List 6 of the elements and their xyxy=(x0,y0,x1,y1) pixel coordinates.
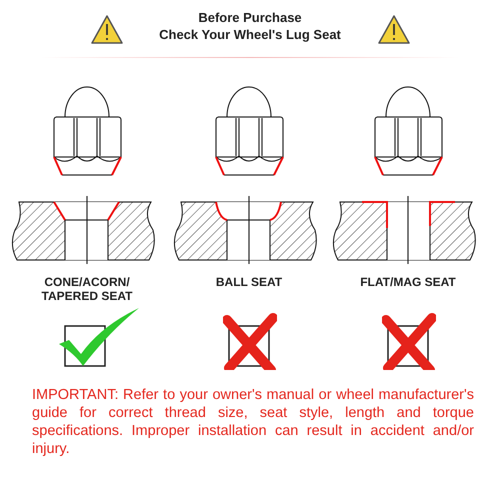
seat-type-label: BALL SEAT xyxy=(216,275,282,289)
seat-type-label: CONE/ACORN/ TAPERED SEAT xyxy=(40,275,134,303)
seat-type-label: FLAT/MAG SEAT xyxy=(360,275,456,289)
heading: Before Purchase xyxy=(198,10,302,26)
heading: Check Your Wheel's Lug Seat xyxy=(159,27,341,43)
warning-note: IMPORTANT: Refer to your owner's manual or wheel manufacturer's guide for correct thread size, seat style, length and torque specifications. Improper installation can result in accident and/or injury. xyxy=(32,386,474,458)
